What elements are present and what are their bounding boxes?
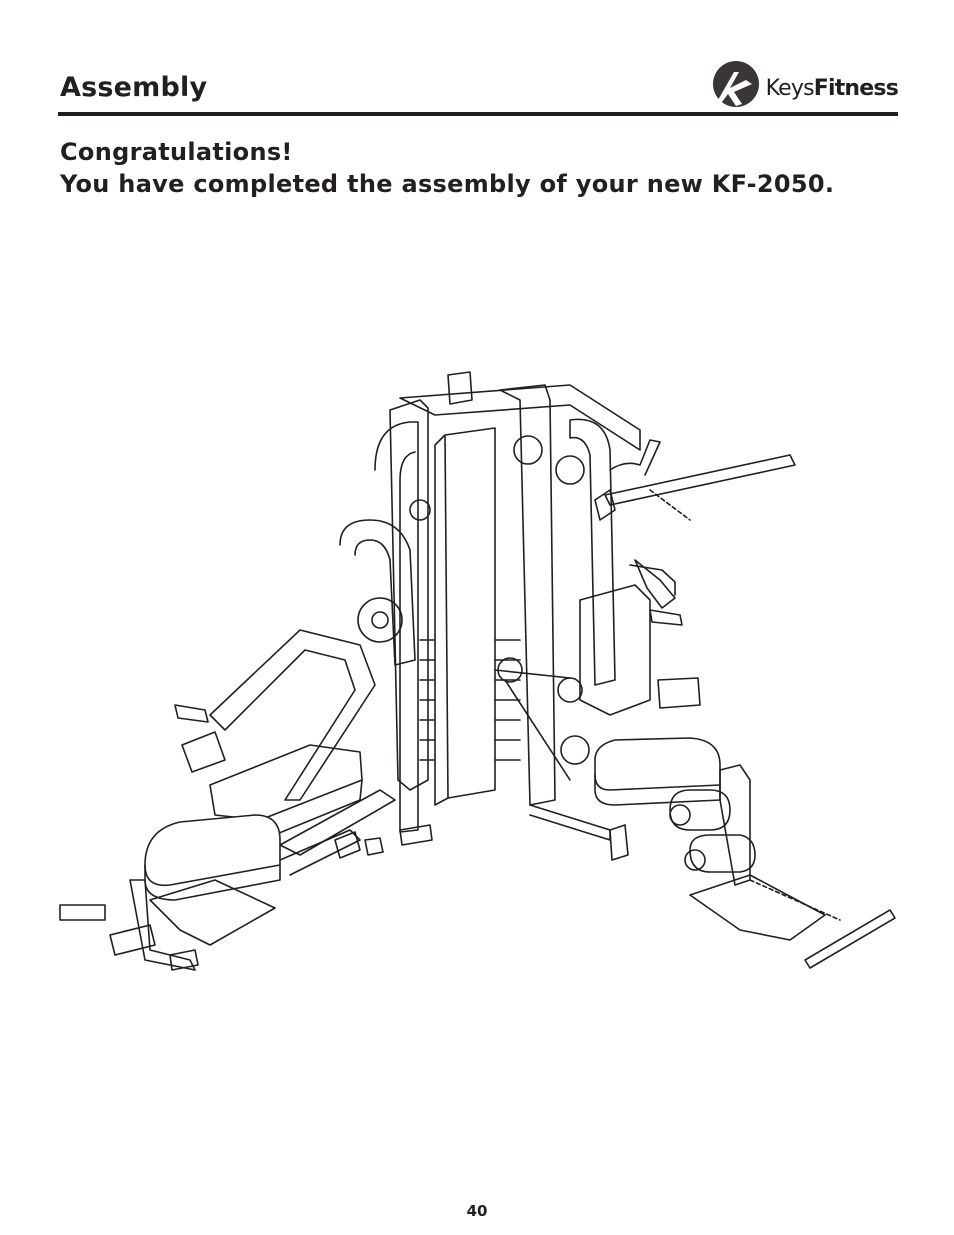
logo-word-keys: Keys: [765, 76, 815, 101]
keys-fitness-logo-icon: [712, 61, 759, 107]
home-gym-line-drawing: [59, 371, 896, 971]
headline-line-2: You have completed the assembly of your …: [60, 170, 835, 198]
page-number: 40: [466, 1202, 488, 1220]
section-title: Assembly: [60, 72, 208, 103]
header-rule: [58, 112, 898, 116]
page-header: Assembly KeysFitness: [58, 58, 899, 116]
brand-logo: KeysFitness: [712, 58, 899, 110]
congratulations-headline: Congratulations! You have completed the …: [60, 136, 834, 200]
logo-word-fitness: Fitness: [813, 76, 899, 101]
headline-line-1: Congratulations!: [60, 138, 293, 166]
logo-wordmark: KeysFitness: [765, 76, 899, 101]
